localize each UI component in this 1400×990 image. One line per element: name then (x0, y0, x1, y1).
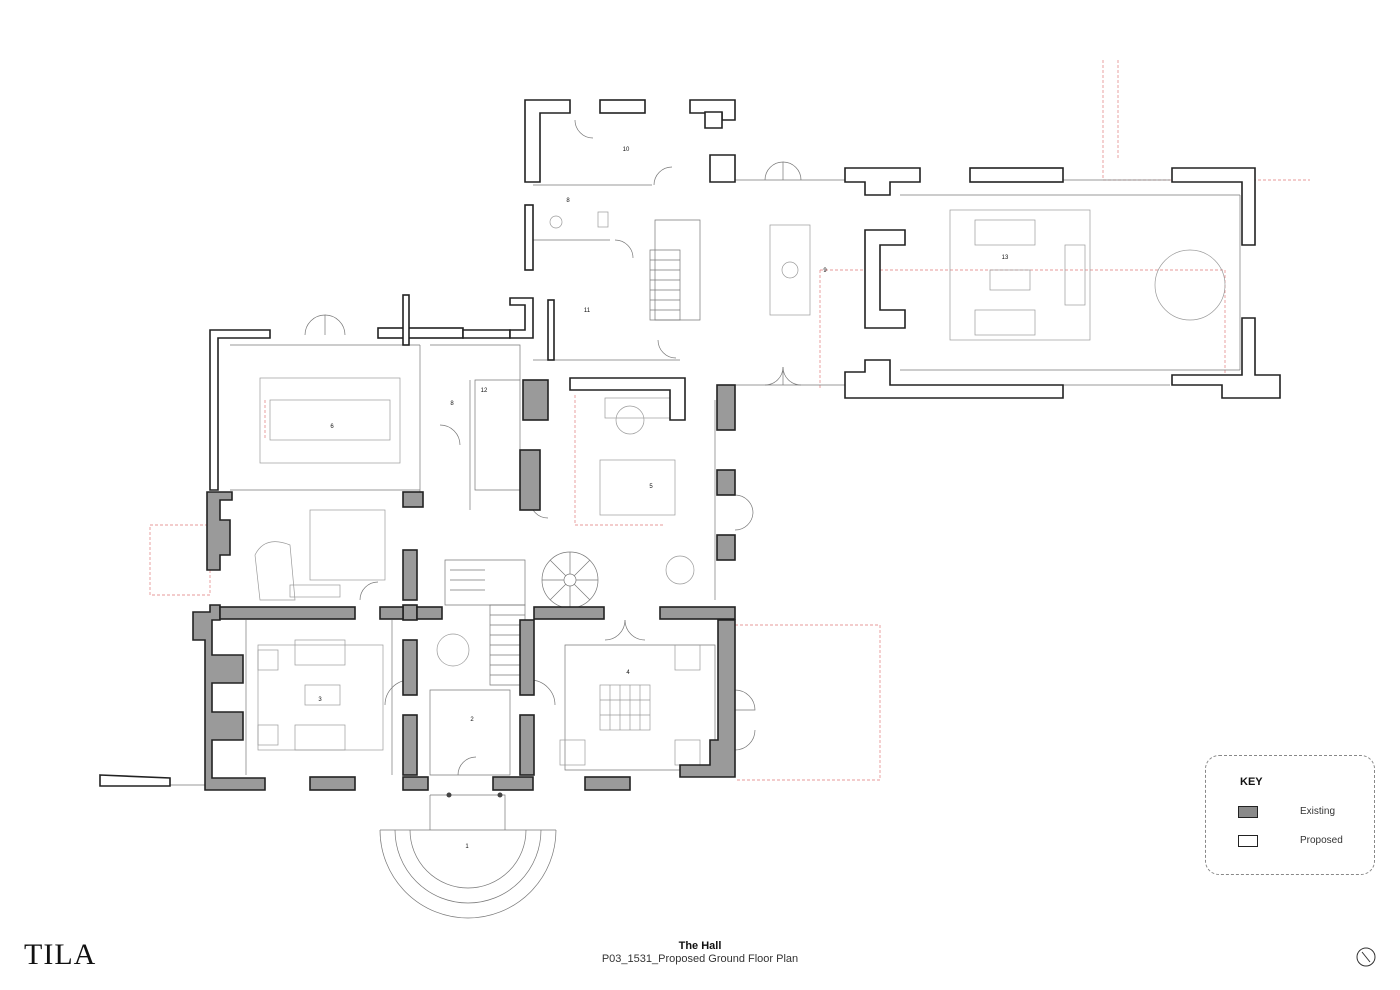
room-label: 4 (626, 670, 630, 676)
project-title: The Hall (678, 940, 722, 952)
existing-walls (192, 379, 736, 791)
stairs (450, 249, 681, 676)
spiral-stair (541, 551, 599, 609)
practice-logo: TILA (24, 938, 97, 971)
room-labels: 1 2 3 4 5 6 8 8 9 10 11 12 13 (318, 147, 1009, 850)
room-label: 10 (623, 147, 630, 153)
doors (304, 119, 802, 776)
legend-item-existing: Existing (1238, 806, 1368, 820)
legend-label: Existing (1300, 806, 1336, 817)
room-label: 9 (823, 268, 827, 274)
partitions (170, 179, 1241, 786)
room-label: 6 (330, 424, 334, 430)
existing-swatch (1238, 806, 1258, 818)
room-label: 8 (566, 198, 570, 204)
room-label: 1 (465, 844, 469, 850)
north-arrow-icon (1356, 947, 1376, 967)
proposed-swatch (1238, 835, 1258, 847)
title-block: The Hall P03_1531_Proposed Ground Floor … (0, 940, 1400, 965)
room-label: 2 (470, 717, 474, 723)
drawing-title: P03_1531_Proposed Ground Floor Plan (601, 953, 799, 965)
legend-label: Proposed (1300, 835, 1343, 846)
legend-title: KEY (1240, 776, 1263, 788)
room-label: 11 (584, 308, 591, 314)
portico-steps (379, 792, 557, 919)
legend-item-proposed: Proposed (1238, 835, 1368, 849)
room-label: 12 (481, 388, 488, 394)
legend-key: KEY Existing Proposed (1205, 755, 1375, 875)
room-label: 3 (318, 697, 322, 703)
furniture (254, 209, 1226, 766)
room-label: 8 (450, 401, 454, 407)
proposed-walls (99, 99, 1281, 787)
room-label: 13 (1002, 255, 1009, 261)
room-label: 5 (649, 484, 653, 490)
